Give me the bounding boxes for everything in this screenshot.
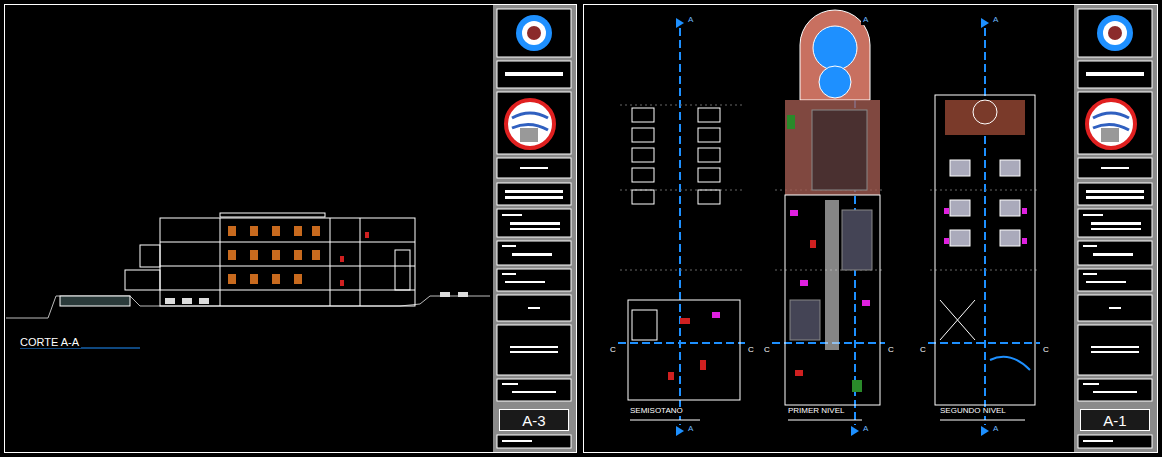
section-marker: C: [918, 346, 928, 355]
section-marker: C: [1041, 346, 1051, 355]
section-marker: A: [861, 16, 870, 25]
section-marker: A: [686, 16, 695, 25]
sheet-number-box: A-3: [499, 409, 569, 431]
section-marker: A: [686, 425, 695, 434]
section-title: CORTE A-A: [18, 336, 81, 348]
section-marker: A: [991, 425, 1000, 434]
sheet-number: A-1: [1103, 412, 1126, 429]
section-marker: C: [608, 346, 618, 355]
plan-title: PRIMER NIVEL: [786, 407, 846, 416]
sheet-number: A-3: [522, 412, 545, 429]
section-marker: A: [861, 425, 870, 434]
sheet-number-box: A-1: [1080, 409, 1150, 431]
section-marker: C: [762, 346, 772, 355]
plan-title: SEMISOTANO: [628, 407, 685, 416]
section-marker: C: [746, 346, 756, 355]
plan-title: SEGUNDO NIVEL: [938, 407, 1008, 416]
section-marker: A: [991, 16, 1000, 25]
section-marker: C: [886, 346, 896, 355]
